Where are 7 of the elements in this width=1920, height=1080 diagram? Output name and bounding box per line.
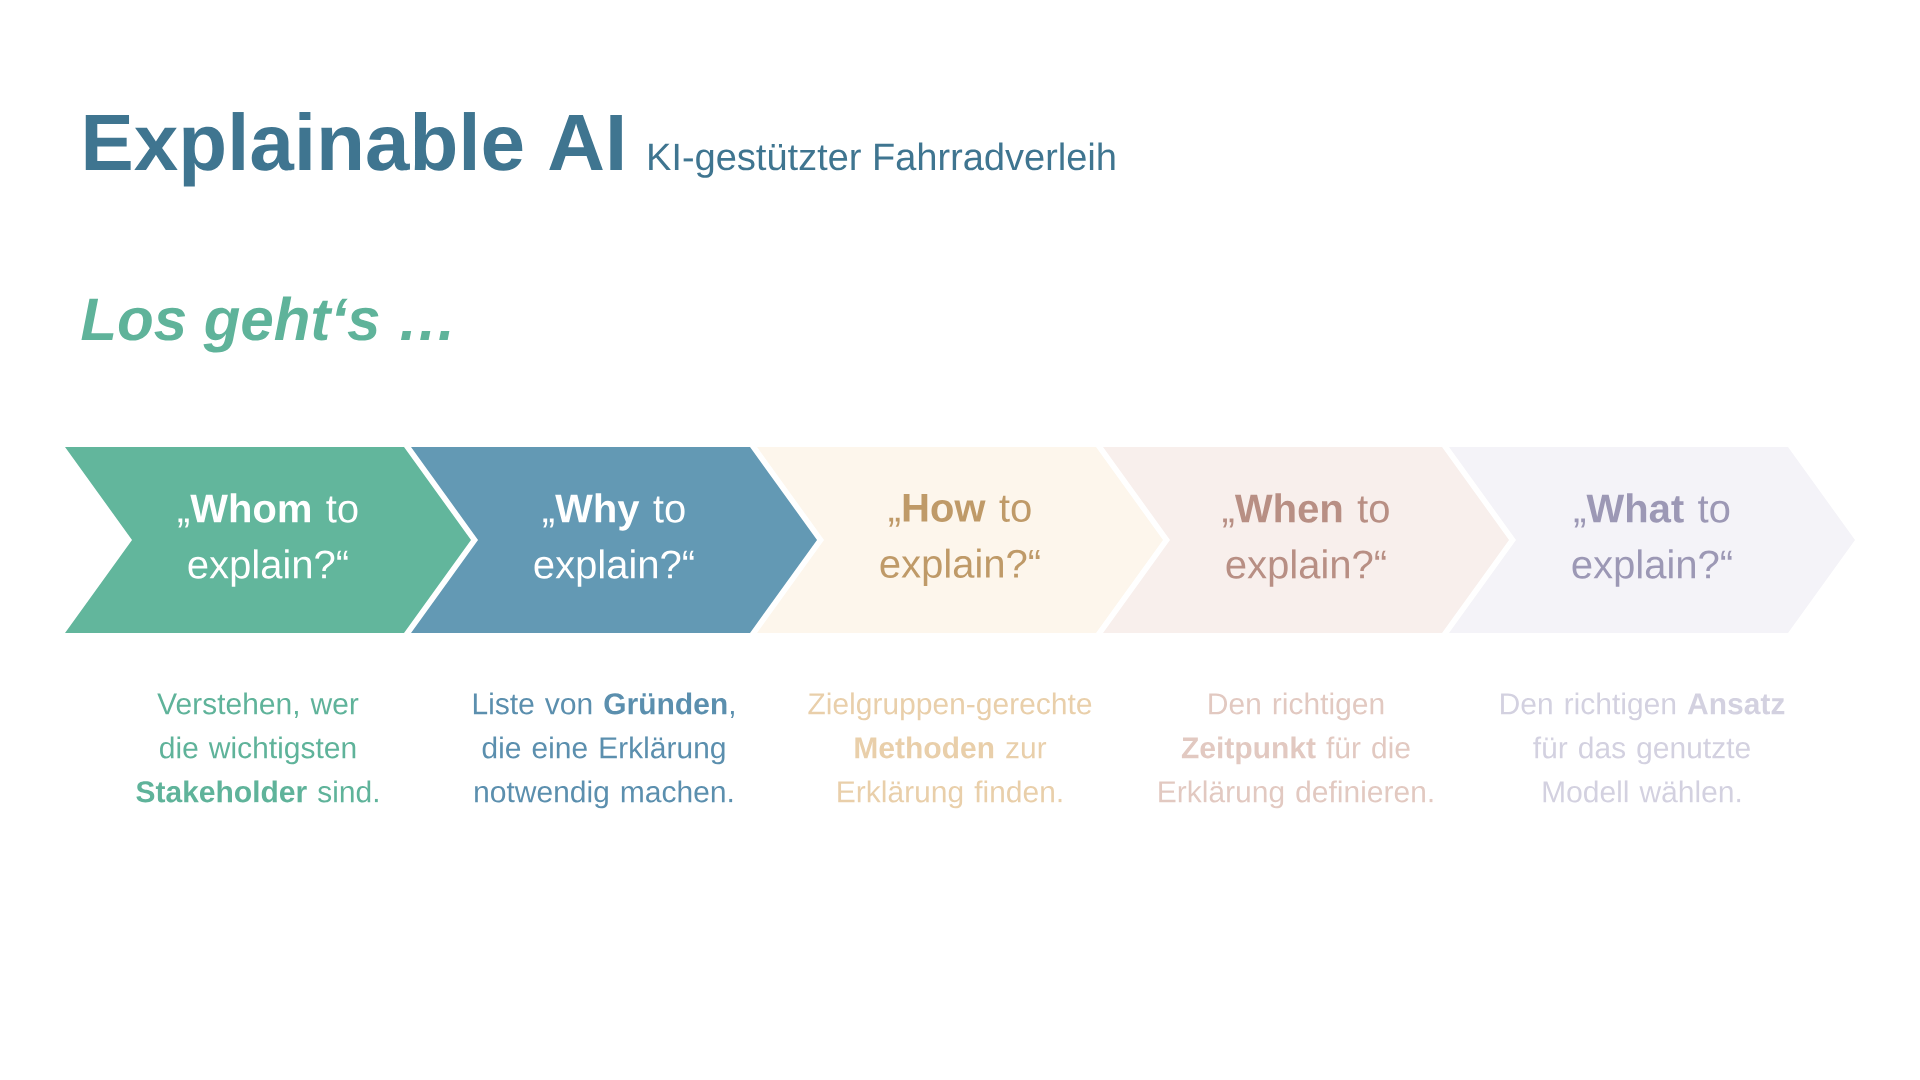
heading: Los geht‘s … (81, 296, 450, 353)
subtitle: KI-gestützter Fahrradverleih (649, 142, 1115, 178)
description: Zielgruppen-gerechte Methoden zur Erklärung finden. (808, 692, 1092, 809)
description: Verstehen, wer die wichtigsten Stakeholder sind. (136, 692, 378, 803)
description: Liste von Gründen, die eine Erklärung notwendig machen. (473, 692, 734, 809)
title: Explainable AI (85, 112, 622, 187)
description: Den richtigen Zeitpunkt für die Erklärung definieren. (1159, 692, 1433, 809)
